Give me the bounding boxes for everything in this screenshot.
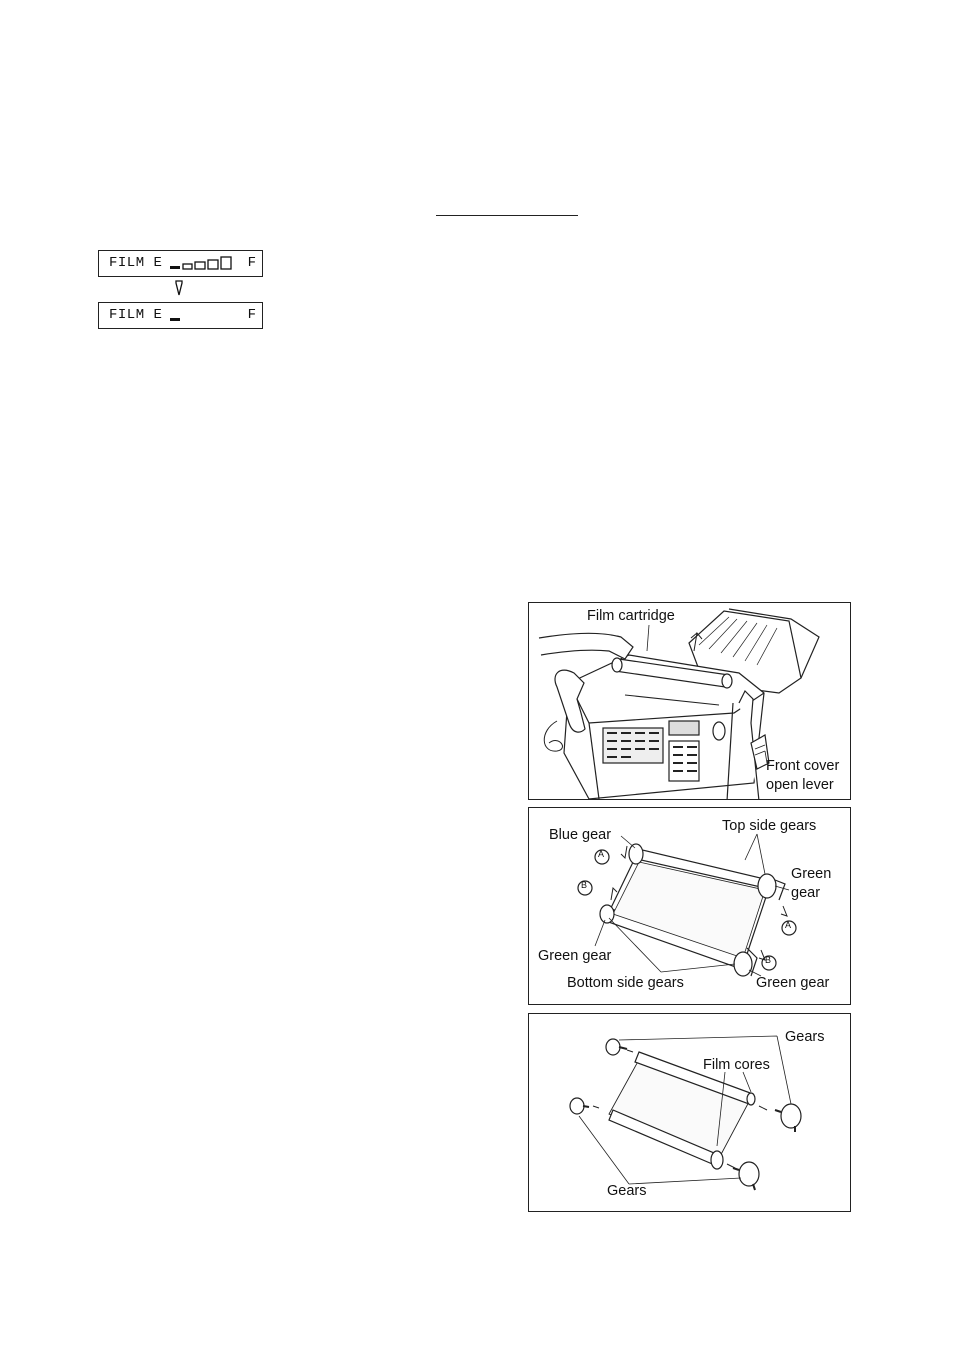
down-arrow-icon	[174, 280, 184, 298]
lcd-full-mark: F	[248, 251, 256, 276]
figure-gears: Blue gear Top side gears Green gear Gree…	[528, 807, 851, 1005]
marker-b-left: B	[581, 880, 587, 890]
figure-film-cores: Gears Film cores Gears	[528, 1013, 851, 1212]
lcd-label: FILM E	[109, 251, 162, 276]
lcd-display-full: FILM E F	[98, 250, 263, 277]
figure-film-cartridge: Film cartridge Front cover open lever	[528, 602, 851, 800]
caption-film-cores: Film cores	[703, 1056, 770, 1074]
caption-gears-bottom: Gears	[607, 1182, 647, 1200]
lcd-label: FILM E	[109, 303, 162, 328]
lcd-display-empty: FILM E F	[98, 302, 263, 329]
caption-bottom-side-gears: Bottom side gears	[567, 974, 684, 992]
caption-blue-gear: Blue gear	[549, 826, 611, 844]
marker-a-left: A	[598, 849, 604, 859]
heading-underline	[436, 215, 578, 216]
marker-a-right: A	[785, 920, 791, 930]
caption-green-gear-left: Green gear	[538, 947, 611, 965]
caption-film-cartridge: Film cartridge	[587, 607, 675, 625]
lcd-full-mark: F	[248, 303, 256, 328]
marker-b-right: B	[765, 955, 771, 965]
caption-open-lever: open lever	[766, 776, 834, 794]
caption-green-gear-bottom: Green gear	[756, 974, 829, 992]
caption-top-side-gears: Top side gears	[722, 817, 816, 835]
caption-green-gear-right-2: gear	[791, 884, 820, 902]
caption-front-cover: Front cover	[766, 757, 839, 775]
caption-gears-top: Gears	[785, 1028, 825, 1046]
caption-green-gear-right-1: Green	[791, 865, 831, 883]
